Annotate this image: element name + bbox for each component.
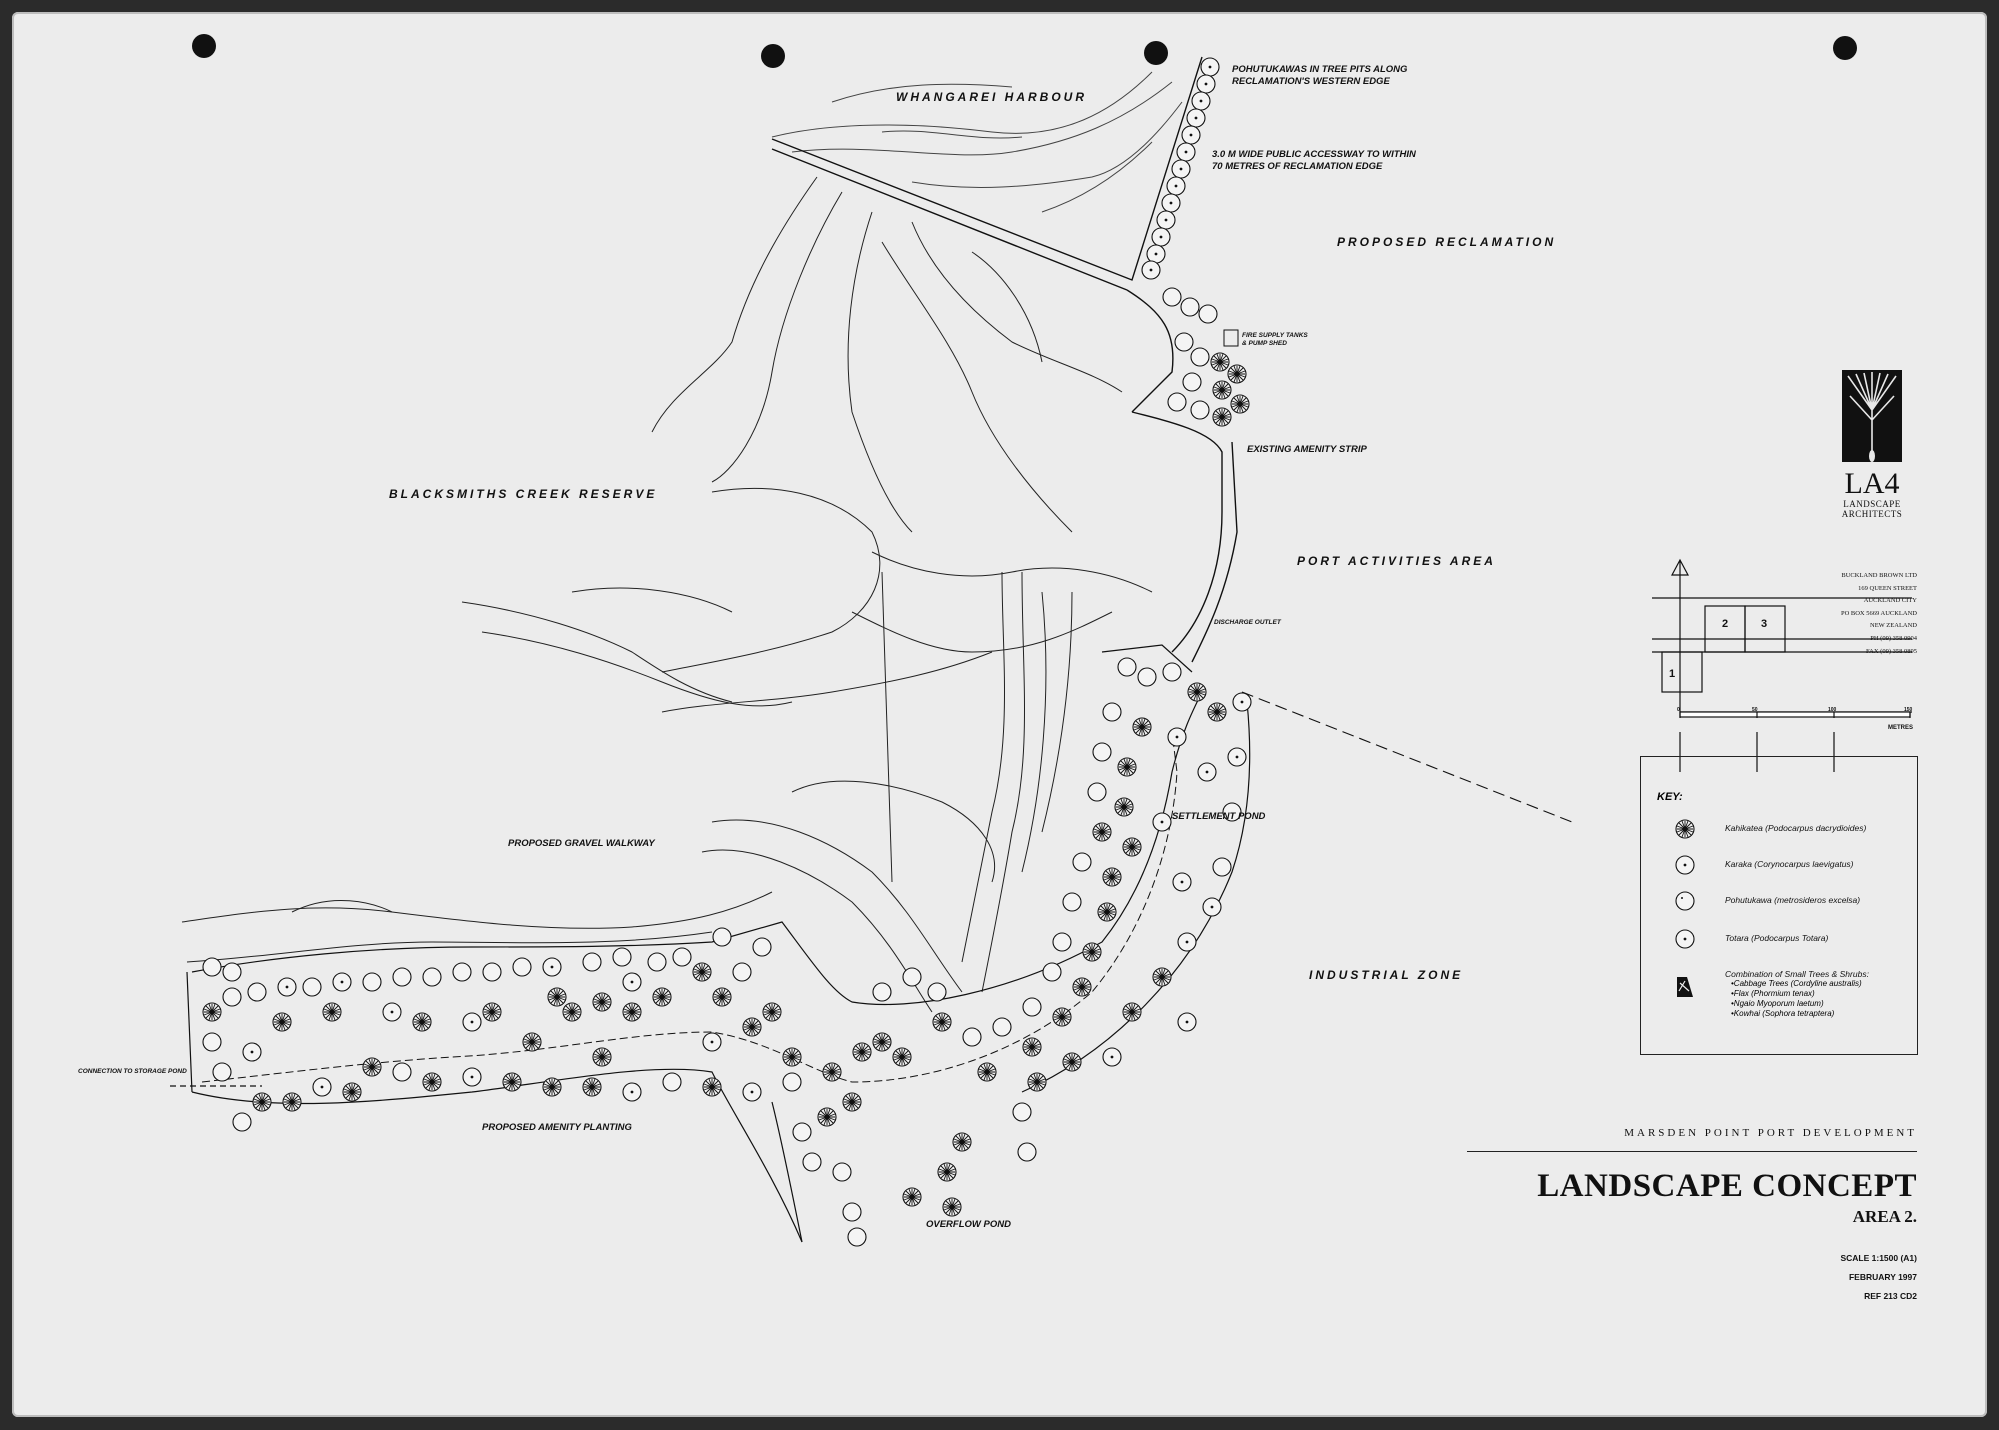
note-fire-supply: FIRE SUPPLY TANKS & PUMP SHED (1242, 332, 1308, 347)
amenity-trees (202, 657, 1252, 1247)
label-industrial-zone: INDUSTRIAL ZONE (1309, 968, 1464, 982)
pohutukawa-symbol (1675, 891, 1695, 911)
drawing-date: FEBRUARY 1997 (1848, 1272, 1917, 1282)
drawing-ref: REF 213 CD2 (1864, 1291, 1917, 1301)
site-plan (170, 34, 1912, 1247)
label-storage-pond: CONNECTION TO STORAGE POND (78, 1068, 187, 1075)
creek-reserve-contours (181, 176, 1153, 1013)
totara-symbol (1675, 929, 1695, 949)
scale-tick-100: 100 (1828, 707, 1837, 713)
note-pohutukawas: POHUTUKAWAS IN TREE PITS ALONG RECLAMATI… (1232, 64, 1408, 87)
key-item-shrubs: Combination of Small Trees & Shrubs: (1725, 969, 1869, 979)
la4-logo: LA4 LANDSCAPE ARCHITECTS (1832, 370, 1912, 519)
scale-tick-50: 50 (1752, 707, 1758, 713)
logo-subtitle: LANDSCAPE (1843, 499, 1901, 509)
pohutukawa-row (1141, 57, 1250, 427)
discharge-line (1241, 691, 1573, 823)
key-item-karaka: Karaka (Corynocarpus laevigatus) (1725, 859, 1854, 869)
harbour-contours (771, 71, 1183, 213)
scale-tick-0: 0 (1677, 707, 1680, 713)
location-plan (1652, 558, 1912, 772)
label-proposed-reclamation: PROPOSED RECLAMATION (1337, 235, 1557, 249)
location-area-2: 2 (1722, 618, 1729, 630)
karaka-symbol (1675, 855, 1695, 875)
label-gravel-walkway: PROPOSED GRAVEL WALKWAY (508, 838, 655, 849)
firm-address: BUCKLAND BROWN LTD 169 QUEEN STREET AUCK… (1840, 572, 1917, 655)
label-amenity-planting: PROPOSED AMENITY PLANTING (482, 1122, 632, 1133)
drawing-area: AREA 2. (1852, 1207, 1917, 1226)
key-symbols (1675, 819, 1695, 997)
punch-hole (761, 44, 785, 68)
key-item-kahikatea: Kahikatea (Podocarpus dacrydioides) (1725, 823, 1867, 833)
drawing-title: LANDSCAPE CONCEPT (1537, 1168, 1917, 1204)
project-name: MARSDEN POINT PORT DEVELOPMENT (1624, 1127, 1917, 1139)
label-blacksmiths-creek: BLACKSMITHS CREEK RESERVE (389, 487, 658, 501)
label-port-activities: PORT ACTIVITIES AREA (1297, 554, 1496, 568)
label-overflow-pond: OVERFLOW POND (926, 1219, 1011, 1230)
label-existing-amenity-strip: EXISTING AMENITY STRIP (1247, 444, 1367, 455)
punch-hole (192, 34, 216, 58)
planting-key: KEY: Kahikatea (Podocarpus dacrydioides)… (1640, 756, 1918, 1055)
drawing-scale: SCALE 1:1500 (A1) (1840, 1253, 1917, 1263)
reclamation-edge (771, 56, 1238, 663)
title-block: MARSDEN POINT PORT DEVELOPMENT LANDSCAPE… (1467, 1127, 1917, 1306)
tree-planting (202, 57, 1252, 1247)
shrub-list: •Cabbage Trees (Cordyline australis) •Fl… (1731, 979, 1862, 1019)
shrub-cabbage-tree: •Cabbage Trees (Cordyline australis) (1731, 979, 1862, 988)
label-discharge-outlet: DISCHARGE OUTLET (1214, 619, 1281, 626)
key-item-pohutukawa: Pohutukawa (metrosideros excelsa) (1725, 895, 1861, 905)
punch-hole (1833, 36, 1857, 60)
note-accessway: 3.0 M WIDE PUBLIC ACCESSWAY TO WITHIN 70… (1212, 149, 1416, 172)
shrub-combination-symbol (1677, 977, 1693, 997)
key-title: KEY: (1657, 791, 1683, 803)
scale-tick-150: 150 (1904, 707, 1913, 713)
planting-boundary (186, 644, 1251, 1243)
label-whangarei-harbour: WHANGAREI HARBOUR (896, 90, 1087, 104)
location-area-3: 3 (1761, 618, 1768, 630)
drawing-meta: SCALE 1:1500 (A1) FEBRUARY 1997 REF 213 … (1467, 1249, 1917, 1306)
walkway-path (201, 731, 1178, 1083)
scale-unit: METRES (1888, 725, 1914, 731)
kahikatea-symbol (1675, 819, 1695, 839)
shrub-kowhai: •Kowhai (Sophora tetraptera) (1731, 1009, 1835, 1018)
la4-logo-mark (1842, 370, 1902, 462)
label-settlement-pond: SETTLEMENT POND (1172, 811, 1266, 822)
logo-subtitle: ARCHITECTS (1841, 509, 1903, 519)
punch-hole (1144, 41, 1168, 65)
drawing-sheet: WHANGAREI HARBOUR POHUTUKAWAS IN TREE PI… (12, 12, 1987, 1417)
la4-logo-name: LA4 (1844, 467, 1900, 500)
shrub-flax: •Flax (Phormium tenax) (1731, 989, 1815, 998)
location-area-1: 1 (1669, 668, 1676, 680)
shrub-ngaio: •Ngaio Myoporum laetum) (1731, 999, 1824, 1008)
title-rule (1467, 1151, 1917, 1152)
key-item-totara: Totara (Podocarpus Totara) (1725, 933, 1829, 943)
fire-supply-shed (1223, 329, 1239, 347)
